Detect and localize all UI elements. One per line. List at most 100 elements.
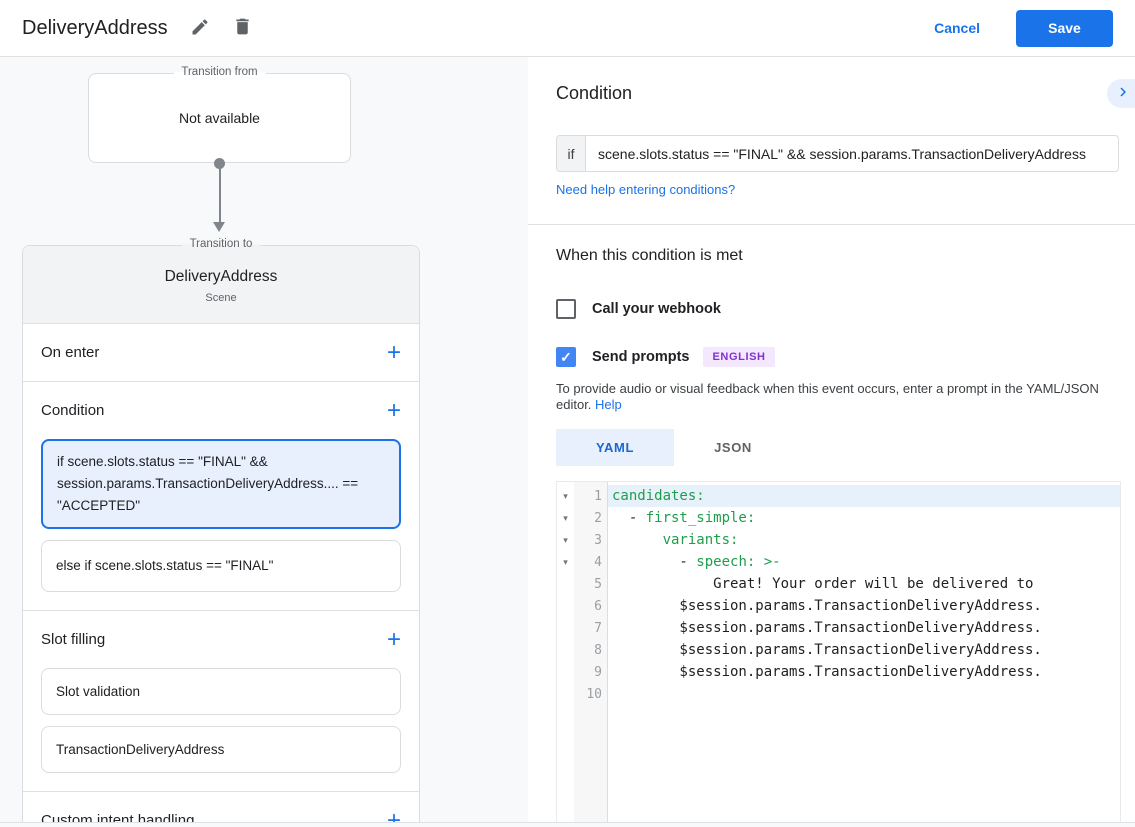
- if-prefix: if: [557, 136, 586, 171]
- section-slot-filling: Slot filling +: [23, 611, 419, 668]
- transition-to-label: Transition to: [181, 238, 261, 250]
- line-number: 4: [594, 554, 602, 570]
- scene-diagram-pane: Transition from Not available Transition…: [0, 57, 528, 827]
- code-key: variants:: [662, 532, 739, 548]
- editor-tabs: YAML JSON: [556, 429, 792, 466]
- arrow-down-icon: [213, 222, 225, 232]
- condition-item[interactable]: else if scene.slots.status == "FINAL": [41, 540, 401, 592]
- fold-arrow-icon[interactable]: ▾: [563, 534, 568, 545]
- send-prompts-row: ✓ Send prompts ENGLISH: [556, 347, 775, 367]
- code-line: variants:: [608, 529, 1120, 551]
- section-condition: Condition +: [23, 382, 419, 439]
- webhook-row: Call your webhook: [556, 299, 721, 319]
- divider: [23, 381, 419, 382]
- code-key: first_simple:: [645, 510, 756, 526]
- spacer: [23, 784, 419, 791]
- section-on-enter: On enter +: [23, 324, 419, 381]
- slot-validation-item[interactable]: Slot validation: [41, 668, 401, 715]
- code-text: $session.params.TransactionDeliveryAddre…: [612, 642, 1042, 658]
- code-line: $session.params.TransactionDeliveryAddre…: [608, 617, 1120, 639]
- line-number: 7: [594, 620, 602, 636]
- slot-item[interactable]: TransactionDeliveryAddress: [41, 726, 401, 773]
- line-number: 1: [594, 488, 602, 504]
- transition-from-box: Transition from Not available: [88, 66, 351, 163]
- line-number: 6: [594, 598, 602, 614]
- divider: [23, 610, 419, 611]
- pencil-icon: [190, 17, 210, 40]
- tab-yaml[interactable]: YAML: [556, 429, 674, 466]
- add-slot-button[interactable]: +: [386, 625, 401, 653]
- add-condition-button[interactable]: +: [386, 396, 401, 424]
- scene-name: DeliveryAddress: [164, 268, 278, 285]
- code-line: - speech: >-: [608, 551, 1120, 573]
- code-line: $session.params.TransactionDeliveryAddre…: [608, 639, 1120, 661]
- condition-expression-input[interactable]: scene.slots.status == "FINAL" && session…: [598, 145, 1086, 162]
- call-webhook-label: Call your webhook: [592, 301, 721, 317]
- section-label: On enter: [41, 344, 100, 361]
- trash-icon: [232, 16, 253, 40]
- code-text: [612, 532, 663, 548]
- scene-type: Scene: [205, 292, 237, 304]
- condition-item-selected[interactable]: if scene.slots.status == "FINAL" && sess…: [41, 439, 401, 529]
- line-number-column: [574, 482, 608, 822]
- line-number: 3: [594, 532, 602, 548]
- fold-arrow-icon[interactable]: ▾: [563, 512, 568, 523]
- line-number: 9: [594, 664, 602, 680]
- code-text: -: [612, 554, 697, 570]
- collapse-panel-button[interactable]: [1107, 79, 1135, 108]
- transition-from-value: Not available: [179, 110, 260, 126]
- page-title: DeliveryAddress: [22, 16, 168, 39]
- yaml-editor: ▾1 ▾2 ▾3 ▾4 5 6 7 8 9 10 candidates: - f…: [556, 481, 1121, 823]
- send-prompts-checkbox[interactable]: ✓: [556, 347, 576, 367]
- fold-arrow-icon[interactable]: ▾: [563, 556, 568, 567]
- condition-detail-pane: Condition if scene.slots.status == "FINA…: [528, 57, 1135, 827]
- code-area[interactable]: candidates: - first_simple: variants: - …: [608, 482, 1120, 822]
- condition-expression-field: if scene.slots.status == "FINAL" && sess…: [556, 135, 1119, 172]
- conditions-help-link[interactable]: Need help entering conditions?: [556, 182, 736, 197]
- code-text: -: [612, 510, 646, 526]
- code-key: speech: >-: [696, 554, 781, 570]
- code-text: $session.params.TransactionDeliveryAddre…: [612, 664, 1042, 680]
- line-number: 5: [594, 576, 602, 592]
- line-number: 8: [594, 642, 602, 658]
- scene-card-header: DeliveryAddress Scene: [23, 246, 419, 324]
- code-line: Great! Your order will be delivered to: [608, 573, 1120, 595]
- code-line: $session.params.TransactionDeliveryAddre…: [608, 595, 1120, 617]
- send-prompts-label: Send prompts: [592, 349, 690, 365]
- delete-scene-button[interactable]: [232, 16, 253, 40]
- fold-arrow-icon[interactable]: ▾: [563, 490, 568, 501]
- code-line: [608, 683, 1120, 705]
- prompt-description-text: To provide audio or visual feedback when…: [556, 381, 1099, 412]
- code-line: - first_simple:: [608, 507, 1120, 529]
- chevron-right-icon: [1114, 83, 1132, 104]
- help-link[interactable]: Help: [595, 397, 622, 412]
- prompt-description: To provide audio or visual feedback when…: [556, 381, 1116, 413]
- transition-from-label: Transition from: [173, 66, 266, 78]
- code-text: Great! Your order will be delivered to: [612, 576, 1034, 592]
- call-webhook-checkbox[interactable]: [556, 299, 576, 319]
- add-on-enter-button[interactable]: +: [386, 338, 401, 366]
- cancel-button[interactable]: Cancel: [934, 20, 980, 36]
- spacer: [23, 603, 419, 610]
- section-label: Slot filling: [41, 631, 106, 648]
- main-content: Transition from Not available Transition…: [0, 57, 1135, 827]
- bottom-scroll-strip: [0, 822, 1135, 827]
- code-key: candidates:: [612, 488, 705, 504]
- editor-gutter: ▾1 ▾2 ▾3 ▾4 5 6 7 8 9 10: [557, 482, 608, 822]
- transition-to-card: Transition to DeliveryAddress Scene On e…: [22, 238, 420, 827]
- code-line: candidates:: [608, 485, 1120, 507]
- connector-line: [218, 165, 221, 223]
- code-line: $session.params.TransactionDeliveryAddre…: [608, 661, 1120, 683]
- divider: [528, 224, 1135, 225]
- code-text: $session.params.TransactionDeliveryAddre…: [612, 620, 1042, 636]
- section-label: Condition: [41, 402, 105, 419]
- connector-dot: [214, 158, 225, 169]
- tab-json[interactable]: JSON: [674, 429, 792, 466]
- divider: [23, 791, 419, 792]
- when-met-title: When this condition is met: [556, 247, 743, 264]
- code-text: $session.params.TransactionDeliveryAddre…: [612, 598, 1042, 614]
- top-bar: DeliveryAddress Cancel Save: [0, 0, 1135, 57]
- save-button[interactable]: Save: [1016, 9, 1113, 47]
- language-badge: ENGLISH: [703, 347, 775, 367]
- edit-title-button[interactable]: [190, 17, 210, 40]
